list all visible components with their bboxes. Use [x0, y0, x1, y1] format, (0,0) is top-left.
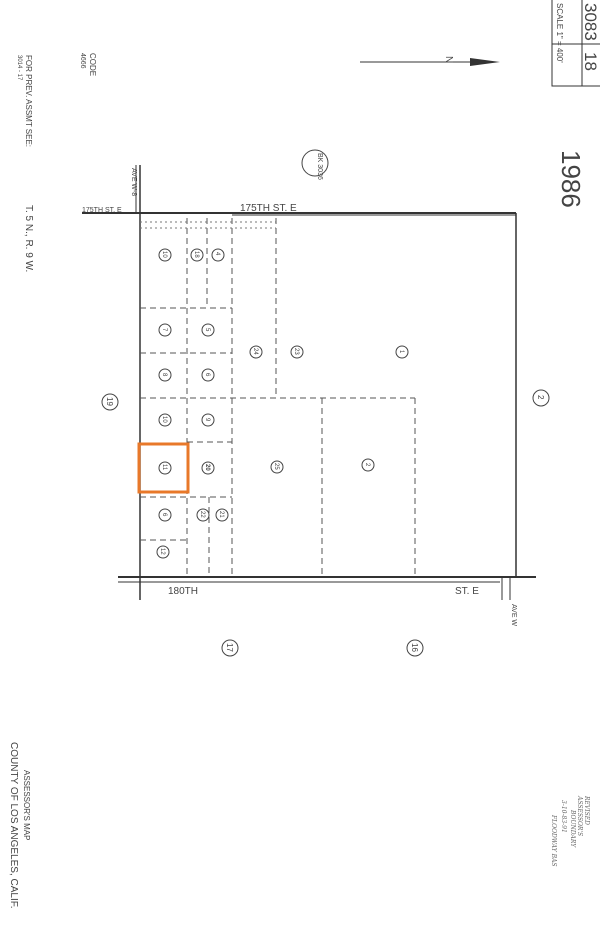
svg-text:8: 8	[161, 373, 167, 377]
parcel-label: 10	[158, 248, 172, 262]
parcel-label: 7	[158, 323, 172, 337]
parcel-label: 11	[158, 461, 172, 475]
parcel-label: 4	[211, 248, 225, 262]
street-180th-right-label: ST. E	[455, 586, 479, 597]
svg-text:11: 11	[161, 464, 167, 471]
book-number: 3083	[581, 3, 600, 41]
parcel-label: 18	[190, 248, 204, 262]
svg-text:5: 5	[204, 328, 210, 332]
parcel-label: 23	[290, 345, 304, 359]
scale-label: SCALE 1" = 400'	[555, 3, 564, 63]
svg-text:1: 1	[398, 350, 404, 354]
svg-text:ASSESSOR'S: ASSESSOR'S	[576, 795, 583, 836]
parcel-label: 21	[215, 508, 229, 522]
svg-text:3-10-83-91: 3-10-83-91	[560, 800, 567, 833]
parcel-label: 22	[196, 508, 210, 522]
svg-text:10: 10	[161, 251, 167, 258]
svg-text:2: 2	[364, 463, 370, 467]
svg-text:6: 6	[204, 373, 210, 377]
prev-assmt-ref: 3014 - 17	[16, 55, 22, 81]
svg-text:4: 4	[214, 252, 220, 256]
svg-text:FLOODWAY BAS: FLOODWAY BAS	[550, 814, 557, 866]
parcel-numbers: 10 18 4 23 24 7 5 8 6 10 9 11 20 25 2 1 …	[156, 248, 409, 559]
north-arrow-icon: N	[360, 56, 500, 66]
adjacent-west: 19	[105, 397, 114, 406]
svg-text:9: 9	[204, 418, 210, 422]
street-lines	[82, 165, 536, 600]
parcel-label: 2	[361, 458, 375, 472]
prev-assmt-label: FOR PREV. ASSMT SEE:	[24, 55, 33, 147]
code-value: 4666	[79, 53, 86, 69]
handwritten-notes: REVISED ASSESSOR'S BOUNDARY 3-10-83-91 F…	[550, 795, 590, 866]
parcel-label: 20	[201, 461, 215, 475]
svg-text:24: 24	[252, 348, 258, 355]
page-number: 18	[581, 52, 600, 71]
svg-text:22: 22	[199, 511, 205, 518]
street-175th-label: 175TH ST. E	[240, 203, 297, 214]
parcel-label: 25	[270, 460, 284, 474]
parcel-label: 6	[201, 368, 215, 382]
parcel-label: 8	[158, 368, 172, 382]
book-ref: BK 3036	[316, 153, 323, 180]
street-175th-left-label: 175TH ST. E	[82, 207, 122, 214]
title-block: 3083 18 SCALE 1" = 400'	[551, 0, 600, 87]
parcel-label: 9	[201, 413, 215, 427]
highlighted-parcel[interactable]	[137, 442, 190, 494]
svg-text:10: 10	[161, 416, 167, 423]
svg-text:12: 12	[159, 548, 165, 555]
footer-title: ASSESSOR'S MAP	[22, 770, 31, 840]
svg-text:REVISED: REVISED	[583, 795, 590, 825]
svg-text:21: 21	[218, 511, 224, 518]
parcel-label: 10	[158, 413, 172, 427]
footer-county: COUNTY OF LOS ANGELES, CALIF.	[8, 742, 19, 909]
ave-w-label: AVE W	[510, 604, 517, 626]
parcel-label: 12	[156, 545, 170, 559]
adjacent-page-refs: BK 3036 19 2 17 16	[101, 149, 550, 657]
svg-text:6: 6	[161, 513, 167, 517]
street-180th-label: 180TH	[168, 586, 198, 597]
parcel-lines	[140, 218, 416, 577]
code-label: CODE	[88, 53, 97, 76]
parcel-label: 1	[395, 345, 409, 359]
year-label: 1986	[556, 150, 586, 208]
svg-text:18: 18	[193, 251, 199, 258]
ave-w8-label: AVE W-8	[130, 168, 137, 196]
adjacent-east: 2	[536, 395, 545, 400]
township-range: T. 5 N., R. 9 W.	[23, 205, 34, 272]
svg-text:BOUNDARY: BOUNDARY	[569, 809, 576, 848]
adjacent-south-left: 17	[225, 643, 234, 652]
parcel-label: 5	[201, 323, 215, 337]
parcel-label: 24	[249, 345, 263, 359]
svg-text:25: 25	[273, 463, 279, 470]
parcel-label: 6	[158, 508, 172, 522]
svg-text:7: 7	[161, 328, 167, 332]
svg-text:N: N	[443, 56, 454, 63]
svg-text:23: 23	[293, 348, 299, 355]
adjacent-south-right: 16	[410, 643, 419, 652]
svg-text:20: 20	[204, 464, 210, 471]
